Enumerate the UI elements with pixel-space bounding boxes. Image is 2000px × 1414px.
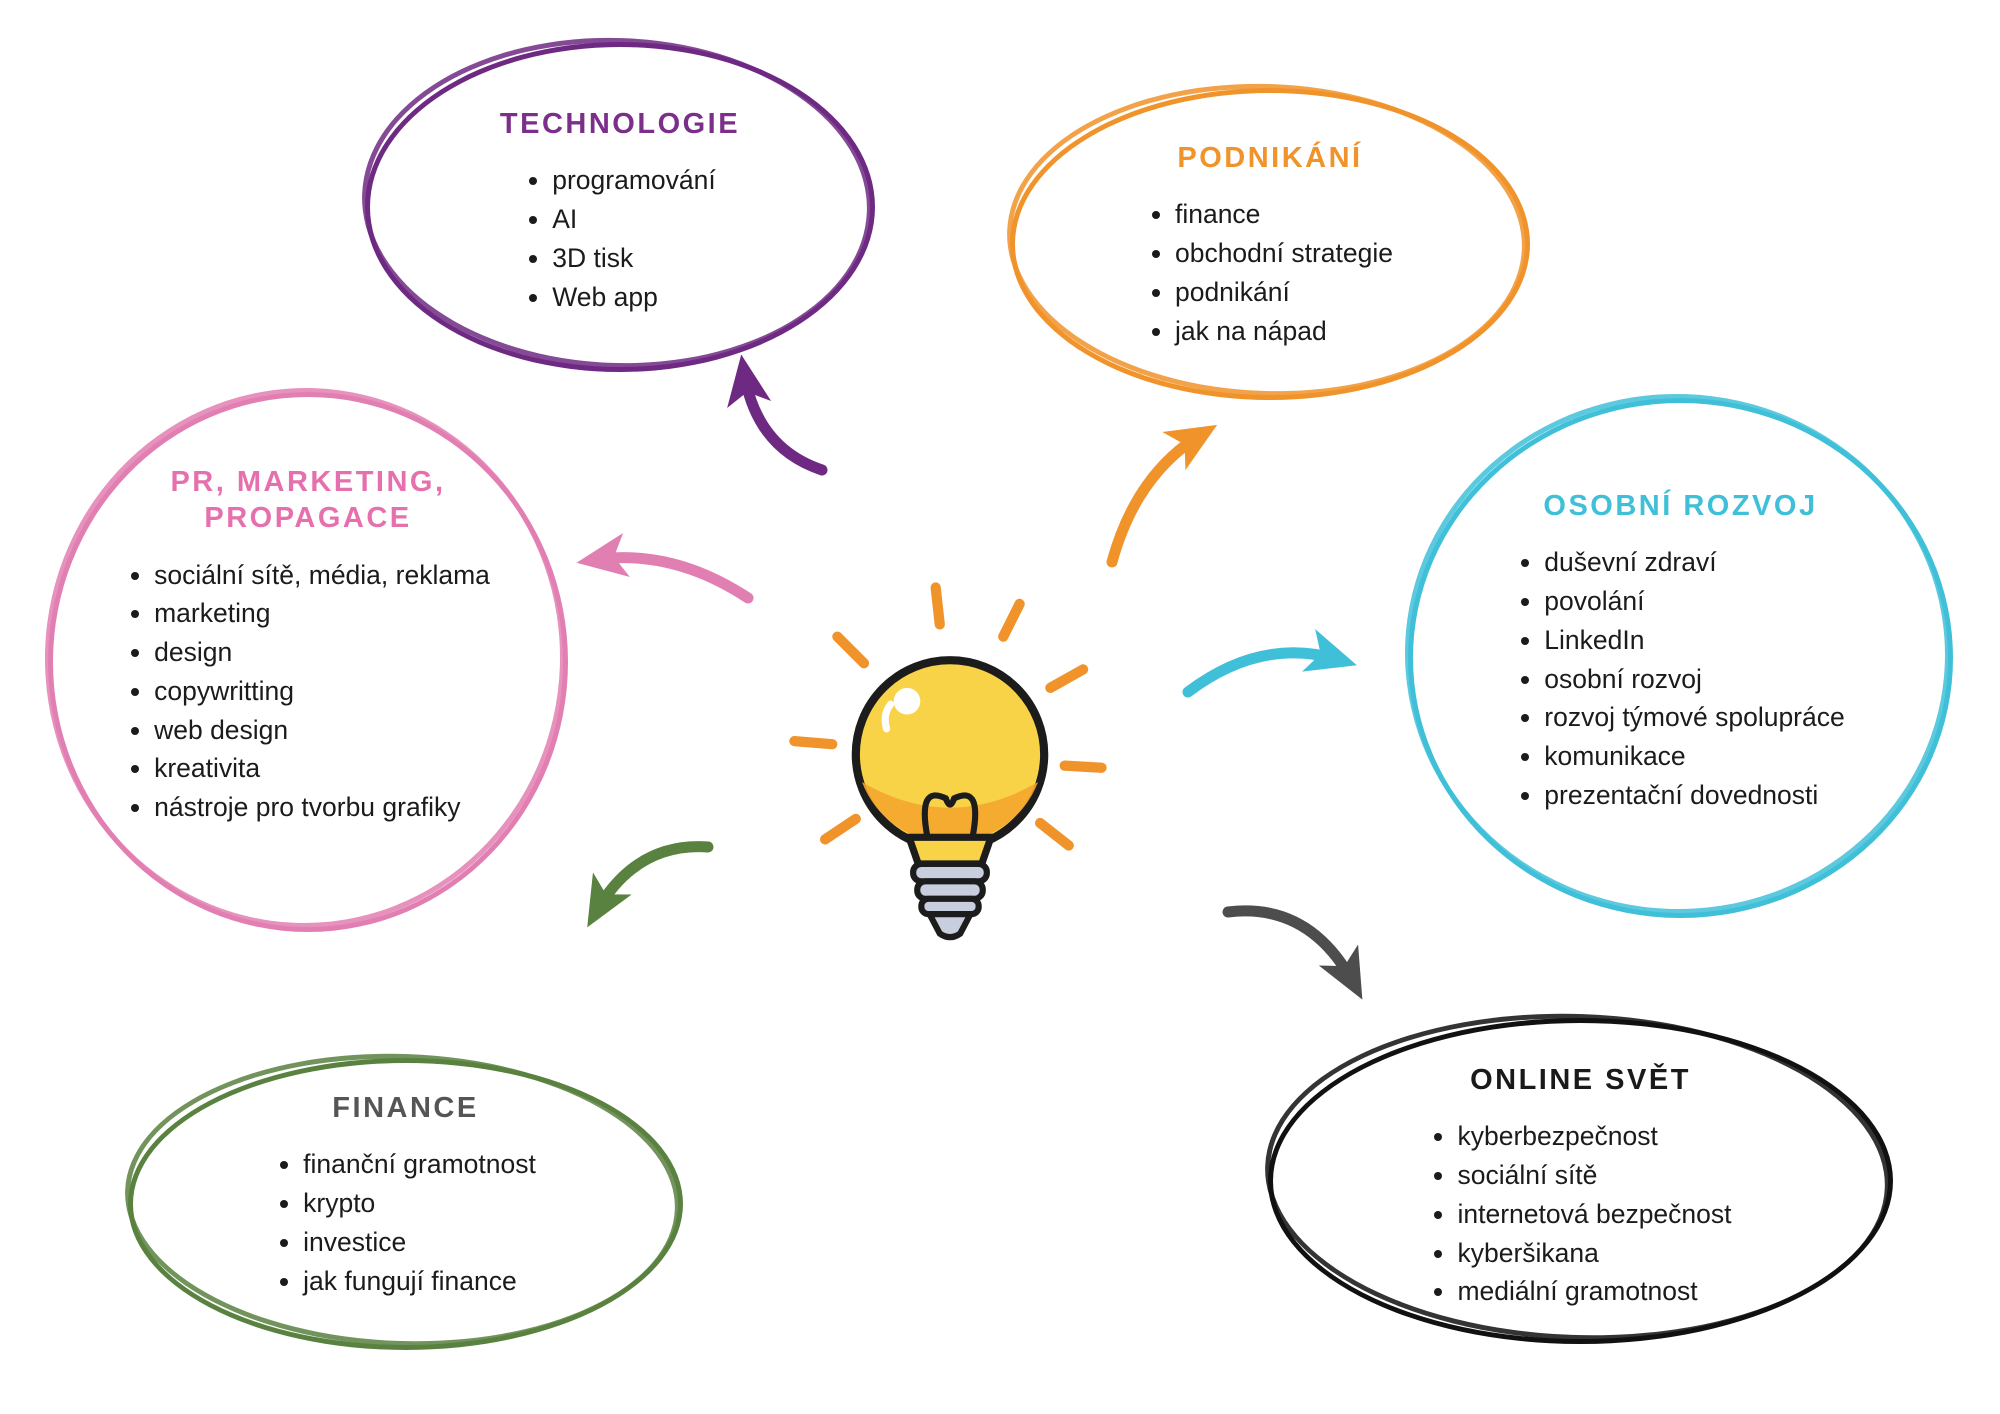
bubble-item: copywritting (154, 676, 490, 708)
bubble-item: osobní rozvoj (1544, 664, 1844, 696)
bubble-title-online-svet: ONLINE SVĚT (1470, 1064, 1691, 1096)
bubble-item: rozvoj týmové spolupráce (1544, 702, 1844, 734)
bubble-item: sociální sítě, média, reklama (154, 560, 490, 592)
bubble-podnikani: PODNIKÁNÍ finance obchodní strategie podni… (1010, 88, 1530, 400)
bubble-osobni-rozvoj: OSOBNÍ ROZVOJ duševní zdraví povoláníLink… (1408, 398, 1953, 918)
bubble-item: krypto (303, 1188, 536, 1220)
lightbulb-base (910, 860, 990, 941)
bubble-item: 3D tisk (552, 243, 716, 275)
bubble-technologie: TECHNOLOGIE programováníAI 3D tiskWeb app (365, 42, 875, 372)
bubble-item: design (154, 637, 490, 669)
bubble-item: jak na nápad (1175, 316, 1393, 348)
bubble-online-svet: ONLINE SVĚT kyberbezpečnost sociální sítě… (1268, 1018, 1893, 1344)
bubble-item: AI (552, 204, 716, 236)
arrow-to-technologie (727, 354, 828, 476)
bubble-content: TECHNOLOGIE programováníAI 3D tiskWeb app (365, 42, 875, 372)
bubble-item: sociální sítě (1457, 1160, 1731, 1192)
bubble-content: PR, MARKETING, PROPAGACE sociální sítě, … (48, 392, 568, 932)
bubble-item: programování (552, 165, 716, 197)
bubble-item: obchodní strategie (1175, 238, 1393, 270)
bubble-item: povolání (1544, 586, 1844, 618)
bubble-item: web design (154, 715, 490, 747)
bubble-item: LinkedIn (1544, 625, 1844, 657)
bubble-item: finance (1175, 199, 1393, 231)
bubble-item: prezentační dovednosti (1544, 780, 1844, 812)
bubble-item-list: finance obchodní strategie podnikání jak na… (1147, 192, 1393, 354)
bubble-content: OSOBNÍ ROZVOJ duševní zdraví povoláníLink… (1408, 398, 1953, 918)
lightbulb-graphic (789, 582, 1107, 941)
bubble-item: finanční gramotnost (303, 1149, 536, 1181)
arrow-to-online-svet (1222, 905, 1363, 1000)
bubble-content: ONLINE SVĚT kyberbezpečnost sociální sítě… (1268, 1018, 1893, 1344)
bubble-title-finance: FINANCE (332, 1092, 479, 1124)
bubble-finance: FINANCE finanční gramotnost krypto investi… (128, 1058, 683, 1350)
arrow-to-podnikani (1106, 424, 1218, 568)
bubble-content: FINANCE finanční gramotnost krypto investi… (128, 1058, 683, 1350)
bubble-content: PODNIKÁNÍ finance obchodní strategie podni… (1010, 88, 1530, 400)
bubble-item: nástroje pro tvorbu grafiky (154, 792, 490, 824)
bubble-item: mediální gramotnost (1457, 1276, 1731, 1308)
bubble-item: investice (303, 1227, 536, 1259)
bubble-item: jak fungují finance (303, 1266, 536, 1298)
bubble-item: Web app (552, 282, 716, 314)
arrow-to-pr-marketing (576, 533, 754, 604)
bubble-item: kyberbezpečnost (1457, 1121, 1731, 1153)
bubble-item-list: programováníAI 3D tiskWeb app (524, 158, 716, 320)
bubble-title-osobni-rozvoj: OSOBNÍ ROZVOJ (1543, 490, 1818, 522)
bubble-item: kyberšikana (1457, 1238, 1731, 1270)
bubble-item-list: sociální sítě, média, reklama marketing de… (126, 553, 490, 832)
lightbulb-icon (770, 565, 1130, 995)
bubble-title-podnikani: PODNIKÁNÍ (1177, 142, 1363, 174)
bubble-title-pr-marketing: PR, MARKETING, PROPAGACE (170, 466, 446, 535)
bubble-title-technologie: TECHNOLOGIE (499, 108, 741, 140)
bubble-item: podnikání (1175, 277, 1393, 309)
bubble-item-list: finanční gramotnost krypto investice jak fu… (275, 1142, 536, 1304)
arrow-to-finance (587, 841, 714, 928)
lightbulb-glass (851, 656, 1049, 868)
bubble-item-list: duševní zdraví povoláníLinkedIn osobní roz… (1516, 540, 1844, 819)
lightbulb-rays (789, 582, 1107, 851)
bubble-item: duševní zdraví (1544, 547, 1844, 579)
arrow-to-osobni-rozvoj (1182, 629, 1357, 698)
bubble-item: kreativita (154, 753, 490, 785)
bubble-item: marketing (154, 598, 490, 630)
bubble-item: komunikace (1544, 741, 1844, 773)
bubble-item-list: kyberbezpečnost sociální sítě internetová … (1429, 1114, 1731, 1315)
bubble-item: internetová bezpečnost (1457, 1199, 1731, 1231)
bubble-pr-marketing-propagace: PR, MARKETING, PROPAGACE sociální sítě, … (48, 392, 568, 932)
